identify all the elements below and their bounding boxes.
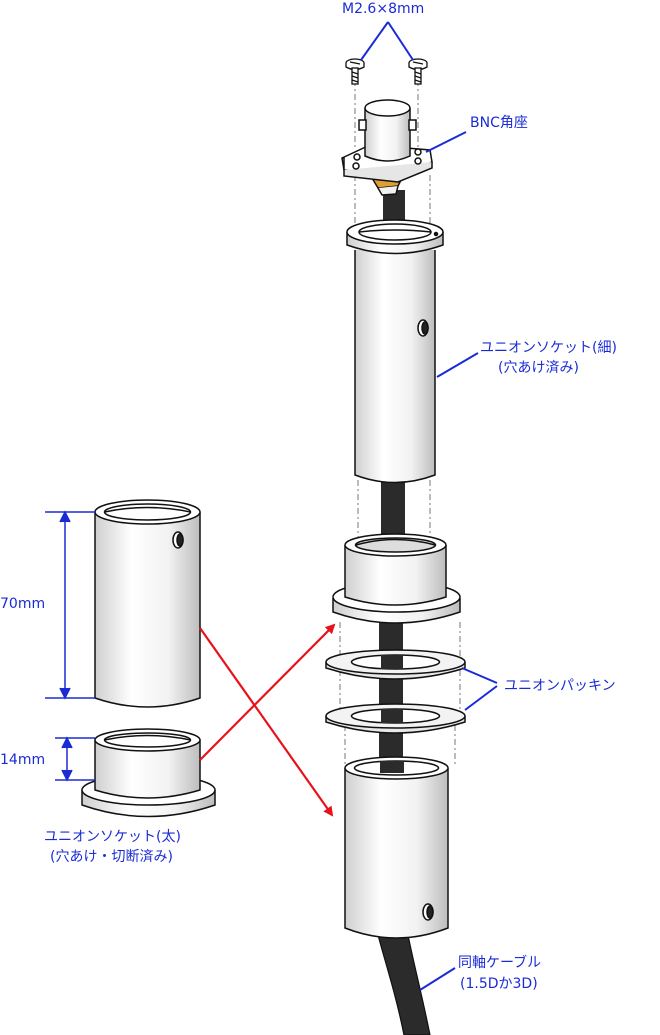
socket-loose-14mm: [81, 728, 216, 818]
union-socket-thin: [346, 219, 444, 484]
dim-70mm-label: 70mm: [0, 596, 46, 612]
socket-thick-label-1: ユニオンソケット(太): [44, 829, 181, 845]
assembly-arrows: [199, 623, 336, 817]
sleeve-lower: [344, 756, 449, 939]
dimension-70mm: [45, 510, 95, 700]
bnc-connector: [341, 99, 433, 196]
cable-label-1: 同軸ケーブル: [458, 955, 542, 971]
dimension-14mm: [55, 736, 95, 782]
union-packing-upper: [325, 649, 466, 680]
dim-14mm-label: 14mm: [0, 752, 46, 768]
sleeve-loose-70mm: [94, 499, 201, 708]
packing-label: ユニオンパッキン: [504, 678, 616, 694]
union-packing-lower: [325, 703, 466, 734]
screw-label: M2.6×8mm: [342, 1, 425, 17]
cable-label-2: (1.5Dか3D): [460, 976, 538, 992]
socket-thick-label-2: (穴あけ・切断済み): [50, 849, 173, 865]
alignment-guides: [339, 80, 461, 765]
screw-right: [408, 58, 428, 85]
bnc-label: BNC角座: [470, 115, 528, 131]
socket-thin-label-2: (穴あけ済み): [498, 360, 579, 376]
leader-lines: [360, 21, 498, 991]
socket-thin-label-1: ユニオンソケット(細): [480, 340, 617, 356]
union-socket-thick-assembled: [332, 533, 461, 624]
screw-left: [345, 58, 365, 85]
